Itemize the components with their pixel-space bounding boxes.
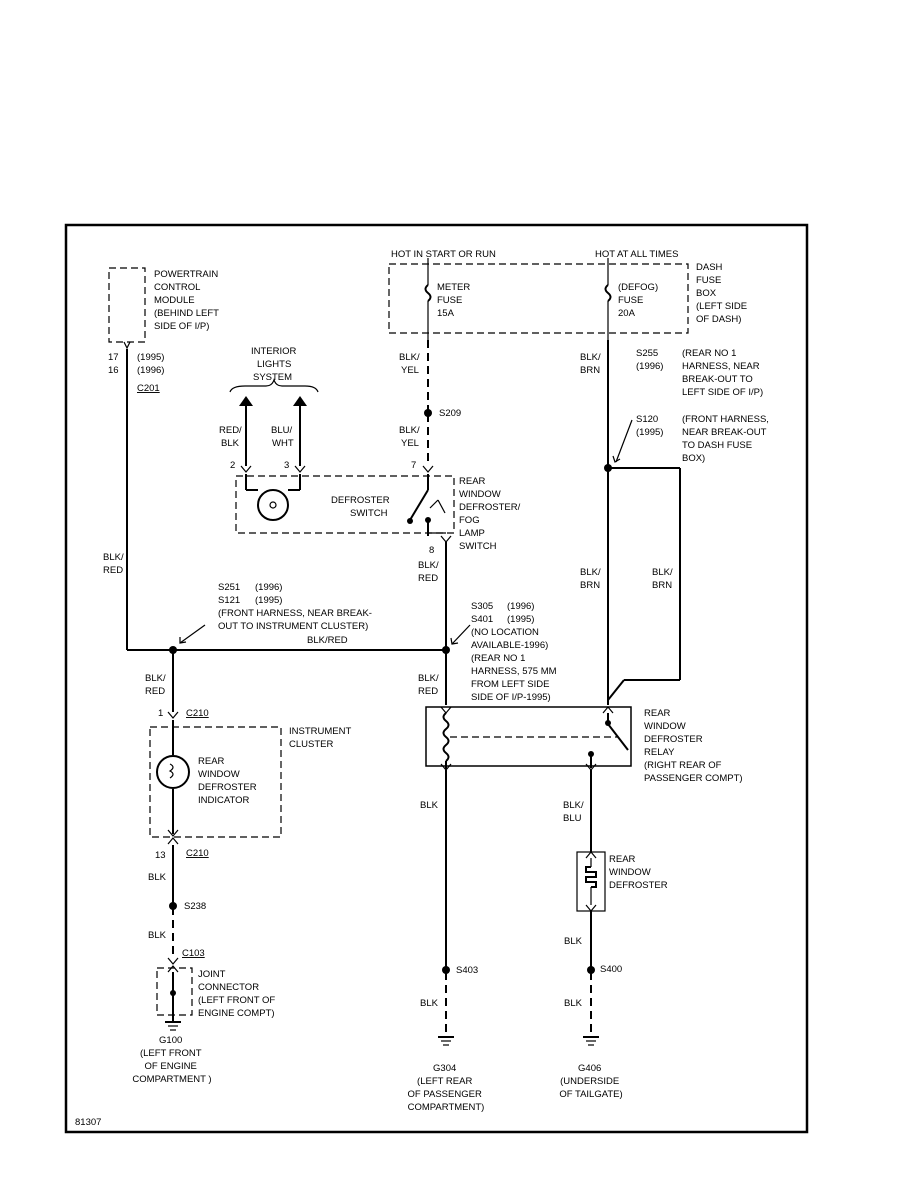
joint-connector-wire [167, 965, 179, 1015]
c103-label: C103 [182, 948, 205, 959]
g406-label: G406 (UNDERSIDE OF TAILGATE) [559, 1063, 622, 1100]
relay-feed-loop [607, 467, 681, 701]
wire-blu-wht: BLU/ WHT [271, 425, 295, 449]
defroster-switch-label: DEFROSTER SWITCH [331, 495, 392, 519]
relay-coil [440, 706, 452, 771]
wire-blk-3: BLK [420, 800, 439, 811]
wire-blk-5: BLK [564, 936, 583, 947]
pcm-wire [123, 341, 446, 651]
wire-blk-blu: BLK/ BLU [563, 800, 586, 824]
pin-8-label: 8 [429, 545, 434, 556]
pin-13-label: 13 [155, 850, 166, 861]
relay-contact [585, 706, 629, 771]
s305-label: S305 (1996) [471, 601, 534, 612]
s238-label: S238 [184, 901, 206, 912]
interior-lights-brace [229, 378, 319, 393]
wire-blk-red-relay: BLK/ RED [418, 673, 441, 697]
splice-s400 [587, 966, 595, 974]
figure-id: 81307 [75, 1117, 101, 1128]
defog-fuse-wire [604, 258, 612, 705]
splice-s305 [442, 646, 450, 654]
switch-assembly-label: REAR WINDOW DEFROSTER/ FOG LAMP SWITCH [459, 476, 523, 552]
ground-g304-symbol [438, 1036, 454, 1046]
wire-blk-1: BLK [148, 872, 167, 883]
pcm-label: POWERTRAIN CONTROL MODULE (BEHIND LEFT S… [154, 269, 221, 332]
g304-label: G304 (LEFT REAR OF PASSENGER COMPARTMENT… [408, 1063, 485, 1113]
joint-connector-label: JOINT CONNECTOR (LEFT FRONT OF ENGINE CO… [198, 969, 278, 1019]
s401-label: S401 (1995) [471, 614, 534, 625]
wire-blk-brn-1: BLK/ BRN [580, 352, 603, 376]
wire-blk-red-left: BLK/ RED [103, 552, 126, 576]
pin-7-label: 7 [411, 460, 416, 471]
s120-desc: (FRONT HARNESS, NEAR BREAK-OUT TO DASH F… [682, 414, 772, 464]
splice-s403 [442, 966, 450, 974]
ground-g406-symbol [583, 1036, 599, 1046]
s403-label: S403 [456, 965, 478, 976]
s251-pointer [179, 624, 206, 644]
s305-pointer [450, 624, 471, 645]
ground-g100-symbol [165, 1015, 181, 1031]
pin-3-label: 3 [284, 460, 289, 471]
wire-blk-2: BLK [148, 930, 167, 941]
rear-defroster-wire [576, 770, 606, 1035]
defog-fuse-label: (DEFOG) FUSE 20A [618, 282, 661, 319]
s209-label: S209 [439, 408, 461, 419]
wire-blk-red-cluster: BLK/ RED [145, 673, 168, 697]
wire-red-blk: RED/ BLK [219, 425, 244, 449]
hot-in-start-or-run-label: HOT IN START OR RUN [391, 249, 496, 260]
splice-s209 [424, 409, 432, 417]
s305-desc: (NO LOCATION AVAILABLE-1996) (REAR NO 1 … [471, 627, 559, 703]
meter-fuse-label: METER FUSE 15A [437, 282, 473, 319]
c210-top-label: C210 [186, 708, 209, 719]
s251-desc: (FRONT HARNESS, NEAR BREAK- OUT TO INSTR… [218, 608, 375, 632]
c201-label: C201 [137, 383, 160, 394]
wire-blk-yel-2: BLK/ YEL [399, 425, 422, 449]
s255-label: S255 (1996) [636, 348, 663, 372]
wire-blk-red-switch: BLK/ RED [418, 560, 441, 584]
diagram-frame [64, 223, 809, 1134]
g100-label: G100 (LEFT FRONT OF ENGINE COMPARTMENT ) [132, 1035, 211, 1085]
indicator-label: REAR WINDOW DEFROSTER INDICATOR [198, 756, 259, 806]
wire-blk-brn-3: BLK/ BRN [652, 567, 675, 591]
c210-bottom-label: C210 [186, 848, 209, 859]
s120-pointer [612, 419, 633, 463]
relay-box [425, 706, 632, 767]
pcm-pins: 17 16 [108, 352, 121, 376]
pin-2-label: 2 [230, 460, 235, 471]
dash-fuse-box-outline [388, 263, 689, 334]
wire-blk-4: BLK [420, 998, 439, 1009]
switch-lamp [245, 474, 301, 521]
s255-desc: (REAR NO 1 HARNESS, NEAR BREAK-OUT TO LE… [682, 348, 763, 398]
s251-label: S251 (1996) [218, 582, 282, 593]
hot-at-all-times-label: HOT AT ALL TIMES [595, 249, 678, 260]
s400-label: S400 [600, 964, 622, 975]
s121-label: S121 (1995) [218, 595, 282, 606]
pcm-years: (1995) (1996) [137, 352, 167, 376]
dash-fuse-box-label: DASH FUSE BOX (LEFT SIDE OF DASH) [696, 262, 750, 325]
switch-output-wire [428, 532, 452, 705]
instrument-cluster-label: INSTRUMENT CLUSTER [289, 726, 354, 750]
pin-1-label: 1 [158, 708, 163, 719]
wire-blk-6: BLK [564, 998, 583, 1009]
wire-blk-yel-1: BLK/ YEL [399, 352, 422, 376]
s120-label: S120 (1995) [636, 414, 663, 438]
meter-fuse-wire [422, 258, 434, 473]
pcm-outline [108, 267, 146, 343]
defroster-switch-outline [235, 475, 455, 534]
wire-blk-brn-2: BLK/ BRN [580, 567, 603, 591]
splice-s238 [169, 902, 177, 910]
cluster-wire [156, 650, 190, 965]
blk-red-horizontal-label: BLK/RED [307, 635, 348, 646]
relay-label: REAR WINDOW DEFROSTER RELAY (RIGHT REAR … [644, 708, 743, 784]
rear-defroster-label: REAR WINDOW DEFROSTER [609, 854, 668, 891]
fog-switch-contact [407, 474, 446, 536]
interior-lights-label: INTERIOR LIGHTS SYSTEM [251, 346, 299, 383]
interior-lights-arrows [239, 396, 307, 473]
